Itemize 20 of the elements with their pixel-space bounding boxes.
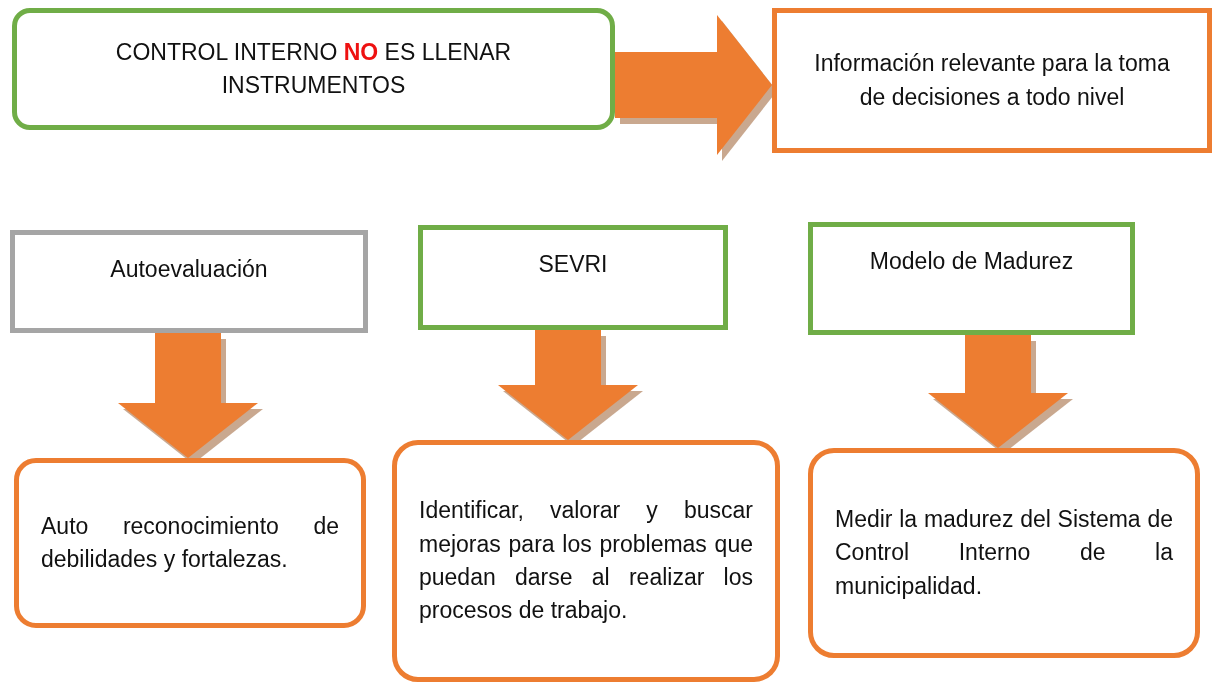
rounded-text-box bbox=[12, 8, 615, 130]
text-box bbox=[418, 225, 728, 330]
text-box bbox=[10, 230, 368, 333]
box-text: Información relevante para la toma de decisiones a todo nivel bbox=[813, 49, 1171, 112]
box-text: Medir la madurez del Sistema de Control Interno de la municipalidad. bbox=[835, 505, 1173, 601]
rounded-text-box bbox=[14, 458, 366, 628]
box-text: Auto reconocimiento de debilidades y fortalezas. bbox=[41, 511, 339, 574]
box-text: SEVRI bbox=[538, 250, 608, 279]
rounded-text-box bbox=[808, 448, 1200, 658]
box-text: Autoevaluación bbox=[110, 255, 268, 284]
block-arrow bbox=[928, 335, 1068, 448]
block-arrow bbox=[118, 333, 258, 458]
block-arrow bbox=[615, 15, 772, 155]
block-arrow bbox=[498, 330, 638, 440]
text-box bbox=[772, 8, 1212, 153]
text-box bbox=[808, 222, 1135, 335]
box-text: Modelo de Madurez bbox=[869, 247, 1074, 276]
box-text: Identificar, valorar y buscar mejoras para los problemas que puedan darse al realizar los procesos de trabajo. bbox=[419, 496, 753, 626]
rounded-text-box bbox=[392, 440, 780, 682]
box-text: CONTROL INTERNO NO ES LLENAR INSTRUMENTOS bbox=[114, 37, 513, 100]
